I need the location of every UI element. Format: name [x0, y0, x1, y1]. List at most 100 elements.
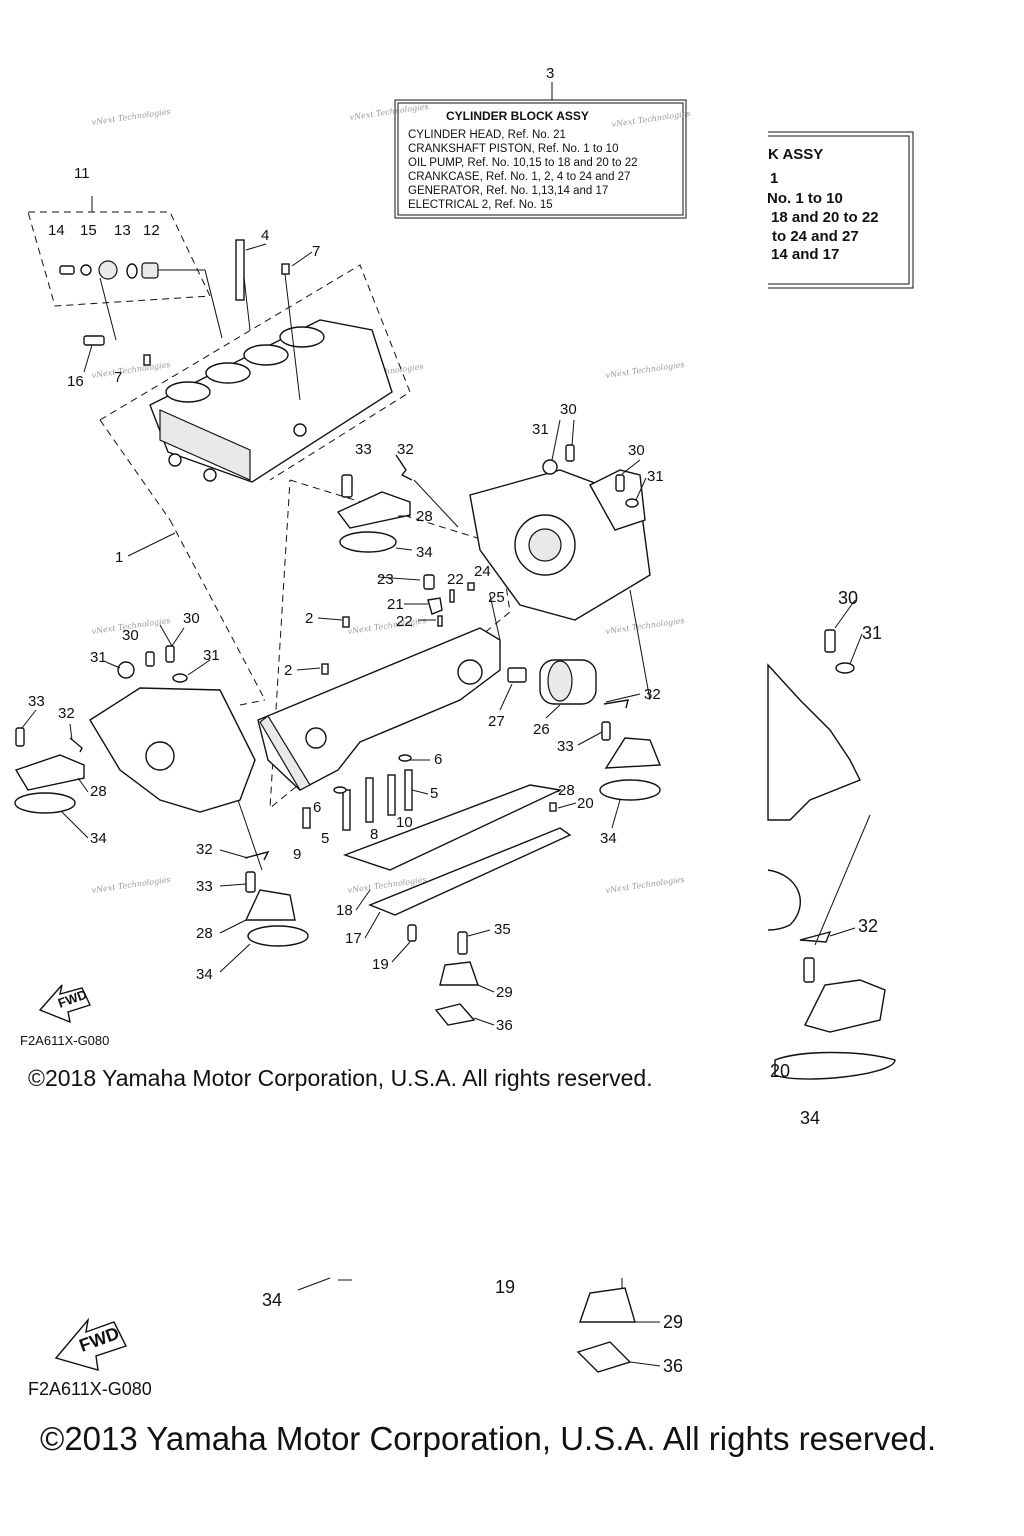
washer-31b — [625, 498, 639, 508]
callout-34c: 34 — [600, 830, 617, 847]
gasket-34 — [339, 531, 397, 553]
fitting-27 — [507, 667, 527, 683]
plate-36b — [576, 1341, 632, 1373]
callout-23: 23 — [377, 571, 394, 588]
assy-title: CYLINDER BLOCK ASSY — [446, 109, 589, 123]
callout-24: 24 — [474, 563, 491, 580]
bolt-8 — [365, 777, 374, 823]
plate-15 — [98, 260, 118, 280]
callout-27: 27 — [488, 713, 505, 730]
sensor-12 — [141, 262, 159, 279]
plate-36 — [434, 1003, 476, 1026]
assy-line-4: CRANKCASE, Ref. No. 1, 2, 4 to 24 and 27 — [408, 171, 630, 183]
upper-mount-assembly — [336, 454, 459, 553]
assy-line-5: GENERATOR, Ref. No. 1,13,14 and 17 — [408, 185, 608, 197]
stud-bolt-4 — [235, 239, 245, 301]
callout-16: 16 — [67, 373, 84, 390]
callout-36b: 36 — [663, 1356, 683, 1376]
callouts: 11 14 15 13 12 4 7 16 7 33 32 28 34 1 30… — [28, 165, 882, 1376]
callout-6a: 6 — [434, 751, 442, 768]
assy-line-6: ELECTRICAL 2, Ref. No. 15 — [408, 199, 553, 211]
callout-28a: 28 — [416, 508, 433, 525]
callout-30d: 30 — [122, 627, 139, 644]
figure-code-2: F2A611X-G080 — [28, 1379, 152, 1399]
callout-36: 36 — [496, 1017, 513, 1034]
callout-33a: 33 — [355, 441, 372, 458]
callout-28c: 28 — [558, 782, 575, 799]
bolt-30 — [565, 444, 575, 462]
left-cover — [14, 645, 256, 814]
dowel-2 — [342, 616, 350, 628]
callout-33d: 33 — [196, 878, 213, 895]
gasket-34b — [14, 792, 76, 814]
callout-13: 13 — [114, 222, 131, 239]
callout-11: 11 — [74, 165, 90, 182]
callout-10: 10 — [396, 814, 413, 831]
assy-ref-number: 3 — [546, 65, 554, 82]
assy-reference-box: 3 CYLINDER BLOCK ASSY CYLINDER HEAD, Ref… — [394, 65, 687, 219]
callout-5b: 5 — [321, 830, 329, 847]
callout-30e: 30 — [838, 588, 858, 608]
assy-line-1: CYLINDER HEAD, Ref. No. 21 — [408, 129, 566, 141]
oring-13 — [126, 263, 138, 279]
damper-29b — [579, 1287, 636, 1323]
partial-assy-title: K ASSY — [768, 146, 823, 163]
callout-7: 7 — [312, 243, 320, 260]
washer-31e — [835, 662, 855, 674]
gasket-34c — [599, 779, 661, 801]
lower-partial-view — [297, 1277, 661, 1373]
partial-assy-line-1: 1 — [770, 170, 778, 187]
callout-32c: 32 — [644, 686, 661, 703]
fwd-arrow-top: FWD — [38, 984, 91, 1024]
damper-29 — [439, 961, 479, 986]
callout-32d: 32 — [196, 841, 213, 858]
plate-32 — [395, 454, 413, 481]
mount-right — [803, 979, 886, 1033]
seal-partial — [767, 869, 801, 931]
copyright-2018: ©2018 Yamaha Motor Corporation, U.S.A. A… — [28, 1065, 653, 1091]
bolt-5b — [342, 789, 351, 831]
rubber-mount — [434, 931, 479, 1026]
lower-mount-center — [237, 799, 309, 947]
oring-6b — [333, 786, 347, 794]
mount-28b — [14, 754, 85, 791]
bolt-35 — [457, 931, 468, 955]
watermark: vNext Technologies — [605, 360, 685, 380]
bolt-33d — [245, 871, 256, 893]
callout-31b: 31 — [647, 468, 664, 485]
bolt-right — [803, 957, 815, 983]
callout-20a: 20 — [577, 795, 594, 812]
gasket-34d — [247, 925, 309, 947]
oring-6 — [398, 754, 412, 762]
mount-28c — [604, 737, 662, 769]
callout-15: 15 — [80, 222, 97, 239]
copyright-2013: ©2013 Yamaha Motor Corporation, U.S.A. A… — [40, 1420, 936, 1457]
pan-17 — [368, 827, 572, 916]
callout-34f: 34 — [262, 1290, 282, 1310]
generator-parts — [59, 260, 223, 346]
watermark: vNext Technologies — [91, 360, 171, 380]
group-outlines — [27, 196, 511, 810]
oring-22b — [437, 615, 443, 627]
oring-22 — [449, 589, 455, 603]
washer-15 — [80, 264, 92, 276]
cylinder-block — [143, 239, 393, 483]
crankcase-bolts — [302, 754, 413, 831]
callout-22a: 22 — [447, 571, 464, 588]
callout-31c: 31 — [90, 649, 107, 666]
bolt-10 — [387, 774, 396, 816]
callout-32b: 32 — [58, 705, 75, 722]
mount-28 — [336, 491, 411, 529]
bolt-30b — [615, 474, 625, 492]
pin-20 — [549, 802, 557, 812]
callout-25: 25 — [488, 589, 505, 606]
dowel-7b — [143, 354, 151, 366]
bolt-14 — [59, 265, 75, 275]
oil-fittings — [423, 574, 501, 641]
bolt-30c — [145, 651, 155, 667]
callout-33b: 33 — [28, 693, 45, 710]
bolt-33 — [341, 474, 353, 498]
right-partial-view — [767, 629, 896, 1080]
assy-line-3: OIL PUMP, Ref. No. 10,15 to 18 and 20 to… — [408, 157, 638, 169]
watermark: vNext Technologies — [91, 107, 171, 127]
